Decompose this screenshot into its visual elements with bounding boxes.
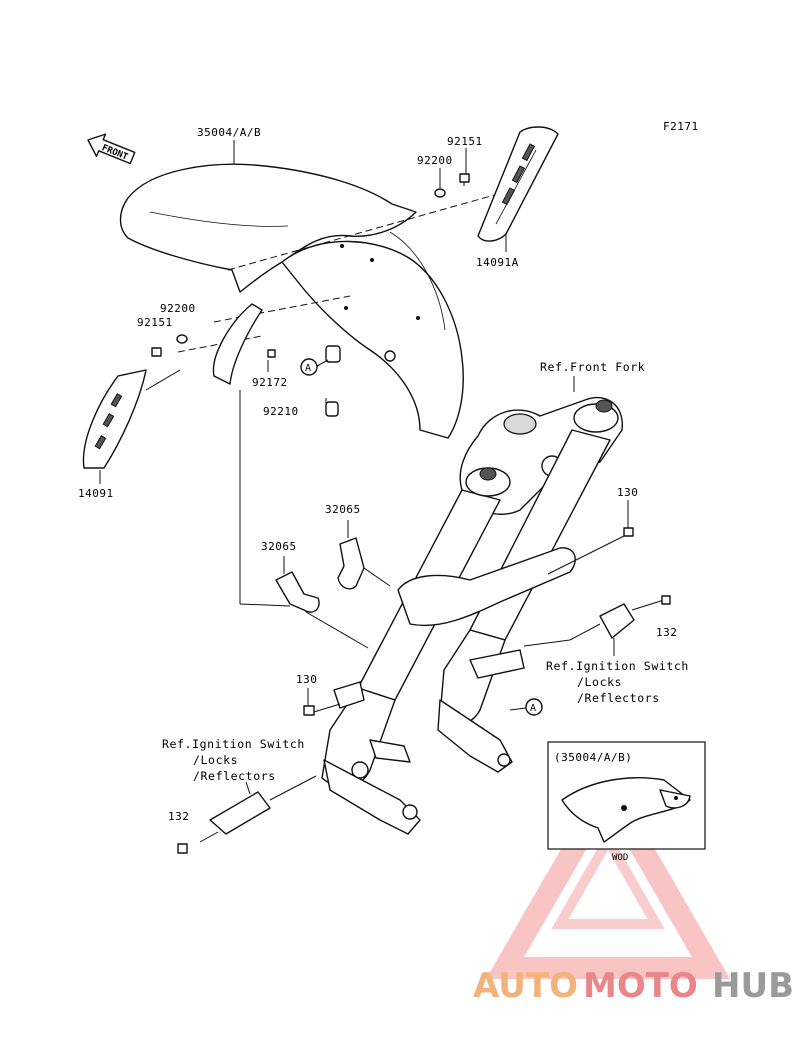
figure-code: F2171 bbox=[663, 120, 699, 133]
inset-detail: (35004/A/B) WOD bbox=[547, 741, 706, 863]
label-bolt-132-left: 132 bbox=[168, 810, 189, 823]
label-bolt-132-right: 132 bbox=[656, 626, 677, 639]
bolt-130-right bbox=[547, 500, 634, 575]
bolt-left bbox=[151, 347, 162, 357]
cover-left bbox=[82, 369, 181, 469]
watermark-text: AUTO MOTO HUB bbox=[473, 966, 794, 1006]
cover-right bbox=[477, 126, 559, 242]
bracket-lower-32065 bbox=[275, 571, 320, 613]
label-bracket-lower: 32065 bbox=[261, 540, 297, 553]
svg-text:MOTO: MOTO bbox=[583, 966, 698, 1006]
inset-note: WOD bbox=[612, 853, 628, 863]
bolt-top bbox=[459, 173, 470, 186]
label-bolt-130-right: 130 bbox=[617, 486, 638, 499]
label-bracket-upper: 32065 bbox=[325, 503, 361, 516]
svg-text:HUB: HUB bbox=[712, 966, 794, 1006]
front-fork-assembly bbox=[321, 396, 623, 835]
label-bolt-left: 92151 bbox=[137, 316, 173, 329]
nut-clip-92210 bbox=[325, 345, 341, 417]
front-direction-arrow: FRONT bbox=[87, 133, 136, 165]
svg-text:Ref.Ignition Switch: Ref.Ignition Switch bbox=[162, 737, 305, 751]
washer-left bbox=[176, 334, 188, 344]
ref-ignition-left: Ref.Ignition Switch /Locks /Reflectors bbox=[162, 737, 305, 783]
svg-text:Ref.Ignition Switch: Ref.Ignition Switch bbox=[546, 659, 689, 673]
ref-front-fork: Ref.Front Fork bbox=[540, 360, 645, 374]
ignition-part-right bbox=[523, 595, 671, 656]
marker-a-top: A bbox=[300, 358, 329, 376]
label-fender: 35004/A/B bbox=[197, 126, 261, 139]
svg-text:A: A bbox=[305, 363, 311, 374]
svg-text:/Reflectors: /Reflectors bbox=[577, 691, 660, 705]
svg-text:/Locks: /Locks bbox=[193, 753, 238, 767]
inset-title: (35004/A/B) bbox=[554, 751, 632, 764]
label-cover-left: 14091 bbox=[78, 487, 114, 500]
ignition-part-left bbox=[177, 775, 317, 854]
label-washer-top: 92200 bbox=[417, 154, 453, 167]
front-fender bbox=[119, 163, 464, 439]
label-cover-right: 14091A bbox=[476, 256, 519, 269]
bolt-small-92172 bbox=[267, 349, 276, 358]
label-washer-left: 92200 bbox=[160, 302, 196, 315]
bracket-upper-32065 bbox=[337, 537, 365, 590]
fender-bracket-left bbox=[212, 303, 263, 385]
watermark-logo bbox=[485, 768, 731, 979]
svg-text:/Reflectors: /Reflectors bbox=[193, 769, 276, 783]
label-nut-clip: 92210 bbox=[263, 405, 299, 418]
label-bolt-small: 92172 bbox=[252, 376, 288, 389]
marker-a-bottom: A bbox=[509, 698, 543, 716]
label-bolt-top: 92151 bbox=[447, 135, 483, 148]
svg-text:/Locks: /Locks bbox=[577, 675, 622, 689]
svg-text:AUTO: AUTO bbox=[473, 966, 578, 1006]
svg-text:A: A bbox=[530, 703, 536, 714]
bolt-130-left bbox=[303, 688, 341, 716]
ref-ignition-right: Ref.Ignition Switch /Locks /Reflectors bbox=[546, 659, 689, 705]
label-bolt-130-left: 130 bbox=[296, 673, 317, 686]
washer-top bbox=[434, 188, 446, 198]
